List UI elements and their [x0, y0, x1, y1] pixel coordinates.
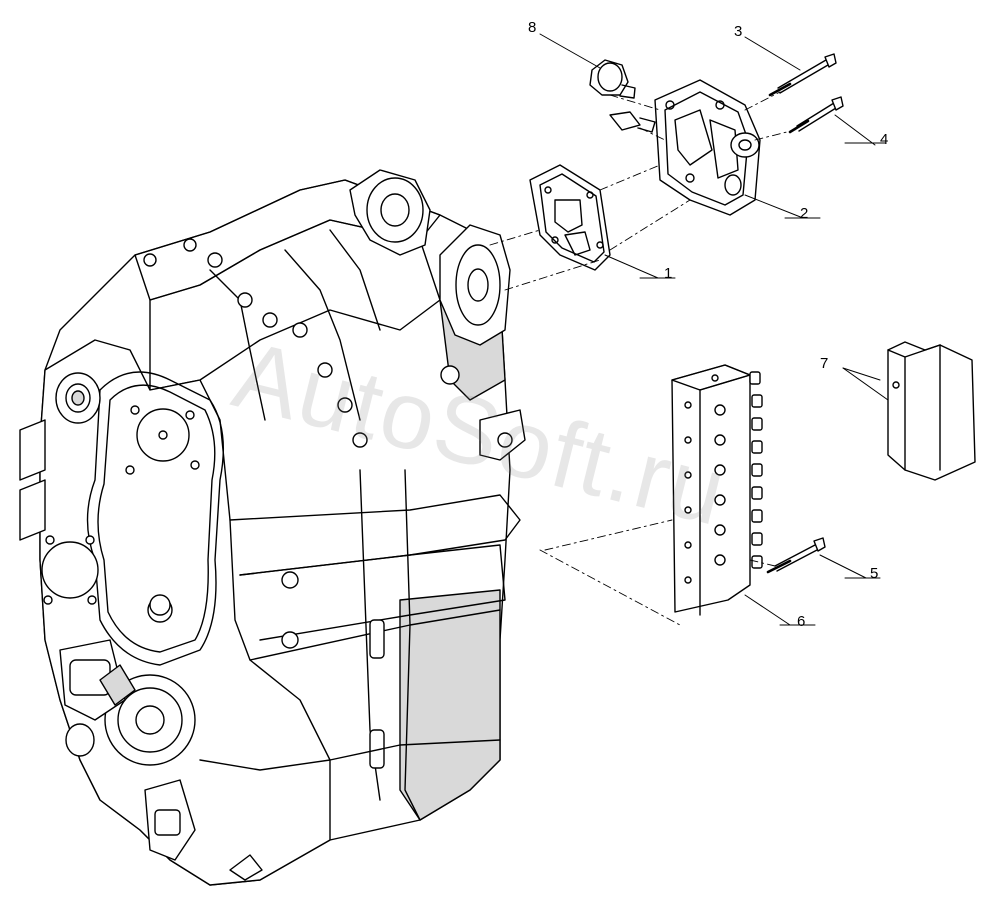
part-2-valve-block	[654, 79, 761, 216]
part-7-bracket	[887, 341, 976, 481]
part-1-gasket	[529, 164, 611, 271]
part-8-sensor	[589, 59, 656, 133]
leader-underlines	[639, 142, 886, 626]
callout-7: 7	[820, 355, 829, 372]
transmission-housing	[19, 169, 526, 886]
part-5-bolt	[766, 537, 826, 574]
callout-1: 1	[664, 265, 673, 282]
alignment-lines	[489, 91, 796, 626]
callout-2: 2	[800, 205, 809, 222]
callout-3: 3	[734, 23, 743, 40]
part-3-bolt	[768, 53, 837, 97]
callout-6: 6	[797, 613, 806, 630]
callout-5: 5	[870, 565, 879, 582]
callout-4: 4	[880, 131, 889, 148]
leader-lines	[539, 33, 889, 626]
part-6-manifold-block	[671, 364, 763, 616]
callout-8: 8	[528, 19, 537, 36]
part-4-bolt	[788, 96, 844, 134]
